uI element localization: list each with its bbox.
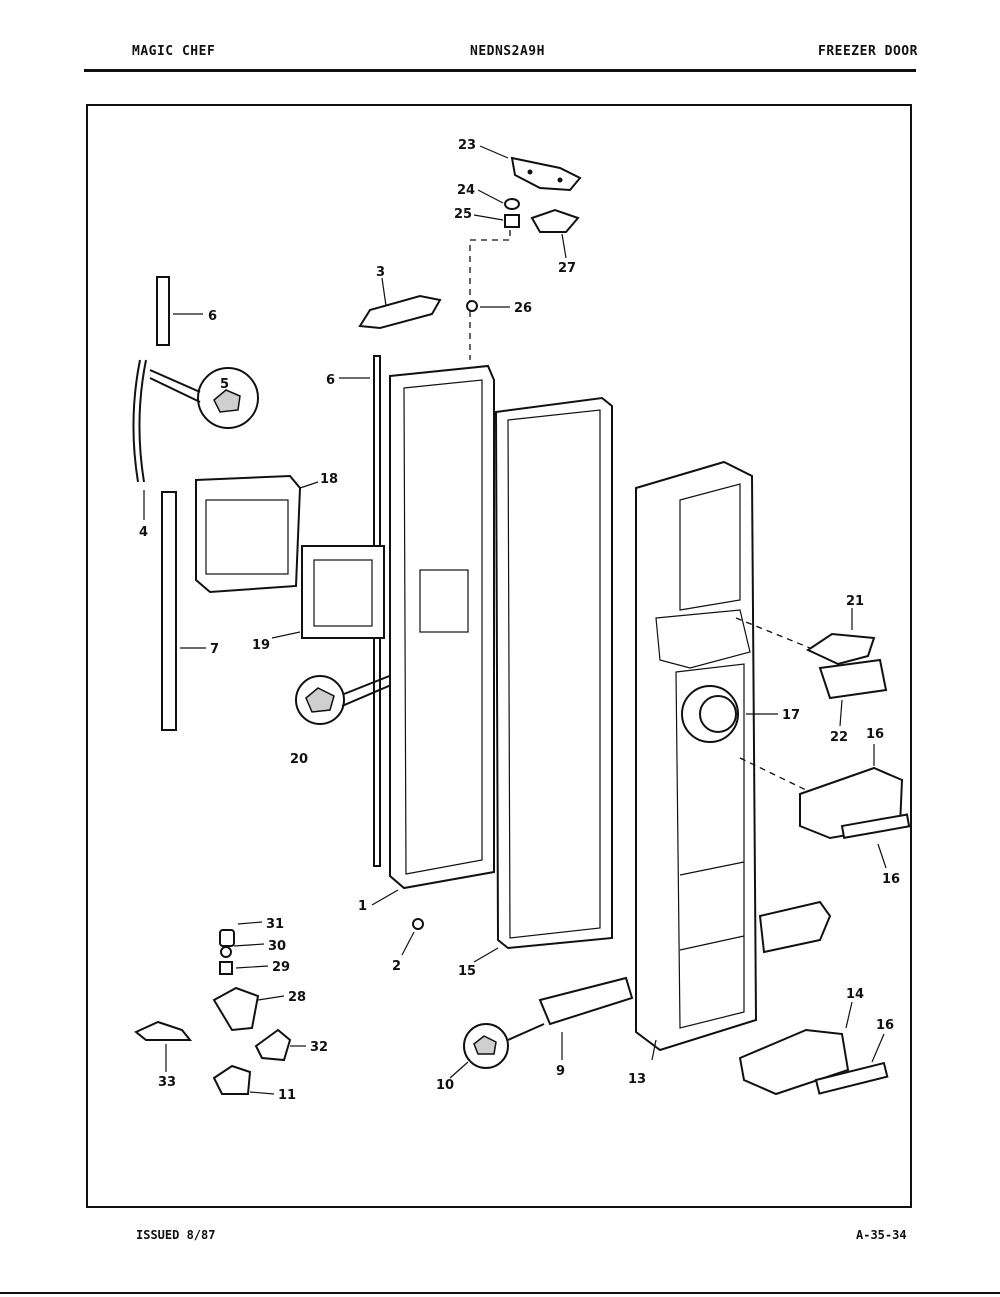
part-11-cam <box>212 1064 252 1095</box>
callout-27: 27 <box>558 261 576 276</box>
part-27-hinge-plate <box>530 208 580 233</box>
callout-4: 4 <box>139 525 148 540</box>
part-18-housing <box>195 474 302 594</box>
part-22-chute <box>818 658 888 700</box>
section-label: FREEZER DOOR <box>818 44 918 59</box>
callout-7: 7 <box>210 642 219 657</box>
part-13-gasket <box>494 396 613 950</box>
callout-2: 2 <box>392 959 401 974</box>
callout-9: 9 <box>556 1064 565 1079</box>
callout-22: 22 <box>830 730 848 745</box>
part-16-strip-lower <box>814 1061 889 1095</box>
callout-5: 5 <box>220 377 229 392</box>
callout-23: 23 <box>458 138 476 153</box>
part-12-door-liner <box>635 460 758 1052</box>
part-7-trim <box>161 491 177 731</box>
part-32-clip <box>254 1028 292 1062</box>
part-6-trim <box>156 276 170 346</box>
callout-6b: 6 <box>326 373 335 388</box>
callout-17: 17 <box>782 708 800 723</box>
callout-31: 31 <box>266 917 284 932</box>
callout-18: 18 <box>320 472 338 487</box>
callout-29: 29 <box>272 960 290 975</box>
diagram-frame <box>86 104 912 1208</box>
part-1-door-panel <box>389 364 495 890</box>
callout-16: 16 <box>882 872 900 887</box>
callout-20: 20 <box>290 752 308 767</box>
part-23-hinge <box>510 156 582 192</box>
model-label: NEDNS2A9H <box>470 44 545 59</box>
callout-12: 13 <box>628 1072 646 1087</box>
callout-14: 14 <box>846 987 864 1002</box>
part-21-cap <box>805 632 876 666</box>
callout-26: 26 <box>514 301 532 316</box>
part-31-spring <box>219 929 235 947</box>
part-4-cable <box>132 359 141 483</box>
callout-33: 33 <box>158 1075 176 1090</box>
part-24-washer <box>504 198 520 210</box>
part-9-switch-bar <box>538 976 634 1026</box>
callout-11: 11 <box>278 1088 296 1103</box>
dispenser-panel <box>758 900 832 954</box>
callout-24: 24 <box>457 183 475 198</box>
issued-label: ISSUED 8/87 <box>136 1228 216 1242</box>
callout-6: 6 <box>208 309 217 324</box>
header-rule <box>84 69 916 72</box>
callout-30: 30 <box>268 939 286 954</box>
callout-13: 15 <box>458 964 476 979</box>
callout-3: 3 <box>376 265 385 280</box>
callout-15: 16 <box>866 727 884 742</box>
part-26-nut <box>466 300 478 312</box>
callout-1: 1 <box>358 899 367 914</box>
part-2-screw <box>412 918 424 930</box>
callout-32: 32 <box>310 1040 328 1055</box>
part-30-washer <box>220 946 232 958</box>
callout-21: 21 <box>846 594 864 609</box>
part-33-plate <box>134 1020 193 1041</box>
callout-25: 25 <box>454 207 472 222</box>
page-code-label: A-35-34 <box>856 1228 907 1242</box>
callout-16b: 16 <box>876 1018 894 1033</box>
callout-19: 19 <box>252 638 270 653</box>
part-29-bushing <box>219 961 233 975</box>
part-16-strip <box>840 813 911 839</box>
brand-label: MAGIC CHEF <box>132 44 216 59</box>
part-19-frame <box>301 545 385 639</box>
callout-28: 28 <box>288 990 306 1005</box>
part-28-bracket <box>212 986 260 1032</box>
callout-10: 10 <box>436 1078 454 1093</box>
footer-rule <box>0 1292 1000 1294</box>
part-3-bracket <box>358 294 442 330</box>
part-25-bushing <box>504 214 520 228</box>
